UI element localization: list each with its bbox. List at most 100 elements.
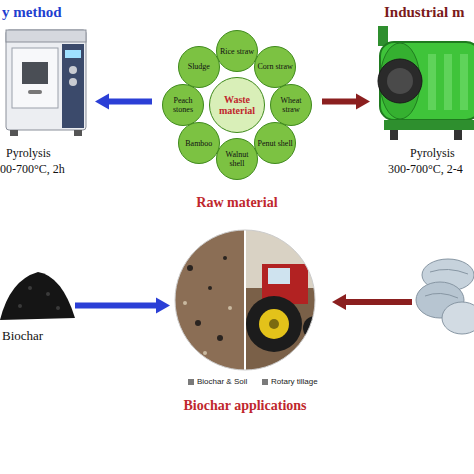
illustration-part xyxy=(170,228,327,378)
node-text: Raw material xyxy=(152,195,322,211)
illustration-part xyxy=(163,85,204,126)
node-text: Bamboo xyxy=(181,139,217,148)
illustration-part xyxy=(460,54,468,110)
illustration-part xyxy=(6,30,86,130)
material-circle: Waste material xyxy=(209,77,265,133)
node-text: Rice straw xyxy=(219,47,255,56)
node-text: Industrial m xyxy=(384,4,464,21)
illustration-part xyxy=(28,90,42,94)
illustration-part xyxy=(175,230,315,370)
illustration-part xyxy=(444,54,452,110)
illustration-part xyxy=(10,130,18,136)
illustration-part xyxy=(22,62,48,84)
illustration-part xyxy=(62,44,84,128)
illustration-part xyxy=(203,351,207,355)
illustration-part xyxy=(244,228,246,378)
illustration-part xyxy=(217,335,223,341)
legend-item: Rotary tillage xyxy=(262,377,318,386)
illustration-part xyxy=(46,292,50,296)
legend-item: Biochar & Soil xyxy=(188,377,247,386)
stage-node: y methodPyrolysis00-700°C, 2h xyxy=(0,0,95,178)
illustration-part xyxy=(245,288,325,378)
illustration-part xyxy=(6,30,86,42)
node-text: Corn straw xyxy=(257,62,293,71)
illustration-part xyxy=(390,130,398,140)
node-text: Waste material xyxy=(214,94,260,116)
legend-swatch xyxy=(262,379,268,385)
node-text: Peach stones xyxy=(165,96,201,114)
illustration-part xyxy=(195,320,201,326)
stage-node: Biochar applications xyxy=(170,228,320,420)
illustration-part xyxy=(28,286,32,290)
illustration-part xyxy=(271,85,312,126)
illustration-part xyxy=(380,42,474,120)
node-text: Walnut shell xyxy=(219,150,255,168)
illustration-part xyxy=(178,46,219,87)
illustration-part xyxy=(245,228,325,288)
node-text: Biochar xyxy=(2,328,43,344)
stage-node: Biochar xyxy=(0,258,75,353)
raw-material-group: Raw material Waste material Rice strawCorn… xyxy=(152,25,322,220)
node-text: Sludge xyxy=(181,62,217,71)
illustration-part xyxy=(18,304,22,308)
material-circle: Walnut shell xyxy=(216,138,258,180)
illustration-part xyxy=(246,296,302,352)
flow-arrow xyxy=(75,298,170,314)
illustration-part xyxy=(183,301,187,305)
reactor-illustration xyxy=(370,24,474,142)
illustration-part xyxy=(65,50,81,58)
furnace-illustration xyxy=(4,22,89,140)
node-text: Wheat straw xyxy=(273,96,309,114)
illustration-part xyxy=(74,130,82,136)
illustration-part xyxy=(268,268,290,284)
illustration-part xyxy=(378,59,422,103)
illustration-part xyxy=(0,272,75,320)
node-text: Penut shell xyxy=(257,139,293,148)
legend-text: Rotary tillage xyxy=(271,377,318,386)
illustration-part xyxy=(454,130,462,140)
illustration-part xyxy=(384,120,474,130)
illustration-part xyxy=(387,68,413,94)
illustration-part xyxy=(69,66,77,74)
legend-text: Biochar & Soil xyxy=(197,377,247,386)
illustration-part xyxy=(223,256,227,260)
node-text: Pyrolysis xyxy=(6,146,51,161)
illustration-part xyxy=(259,309,289,339)
flow-arrow xyxy=(322,94,370,110)
illustration-part xyxy=(178,123,219,164)
illustration-part xyxy=(208,286,212,290)
illustration-part xyxy=(217,31,258,72)
material-circle: Sludge xyxy=(178,46,220,88)
node-text: 00-700°C, 2h xyxy=(0,162,65,177)
legend-swatch xyxy=(188,379,194,385)
illustration-part xyxy=(303,316,327,340)
illustration-part xyxy=(187,265,193,271)
material-circle: Corn straw xyxy=(254,46,296,88)
node-text: y method xyxy=(2,4,62,21)
material-circle: Penut shell xyxy=(254,122,296,164)
illustration-part xyxy=(210,78,265,133)
illustration-part xyxy=(269,319,279,329)
illustration-part xyxy=(217,139,258,180)
illustration-part xyxy=(56,306,60,310)
illustration-part xyxy=(442,302,474,334)
illustration-part xyxy=(428,54,436,110)
illustration-part xyxy=(255,123,296,164)
illustration-part xyxy=(430,269,468,274)
node-text: Pyrolysis xyxy=(410,146,455,161)
illustration-part xyxy=(332,294,412,310)
illustration-part xyxy=(228,306,232,310)
illustration-part xyxy=(69,78,77,86)
material-circle: Rice straw xyxy=(216,30,258,72)
material-circle: Wheat straw xyxy=(270,84,312,126)
stage-node: Industrial mPyrolysis300-700°C, 2-4 xyxy=(370,0,474,178)
field-photo-circle xyxy=(170,228,320,373)
illustration-part xyxy=(12,48,58,108)
illustration-part xyxy=(255,46,296,87)
illustration-part xyxy=(170,228,245,378)
flow-arrow xyxy=(95,94,152,110)
biochar-pile xyxy=(0,258,75,323)
node-text: Biochar applications xyxy=(170,398,320,414)
